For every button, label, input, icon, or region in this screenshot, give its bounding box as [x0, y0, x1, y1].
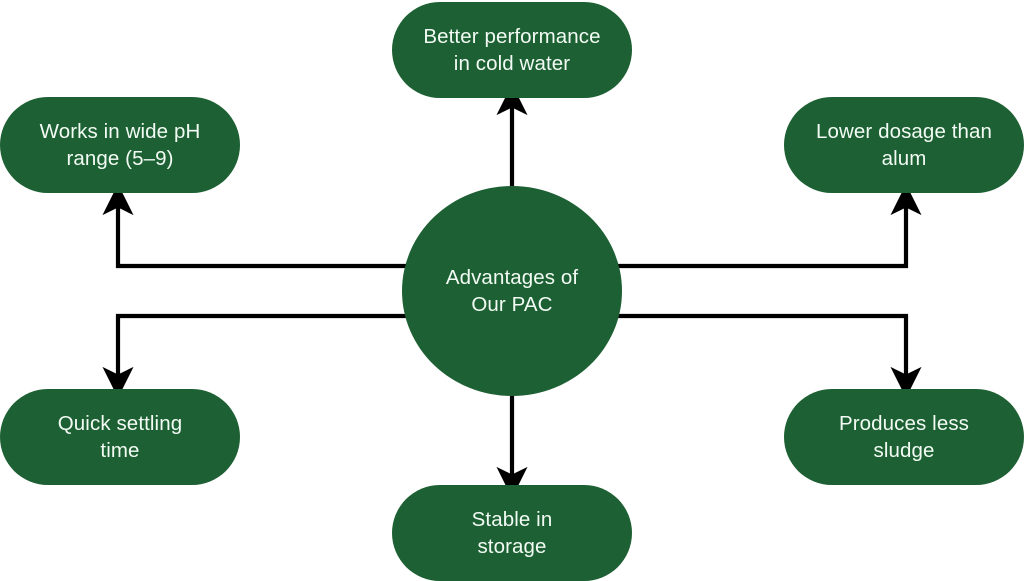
node-lower-dosage-than-alum[interactable]: Lower dosage than alum [784, 97, 1024, 193]
node-label: Works in wide pH range (5–9) [39, 119, 201, 170]
node-label: Quick settling time [57, 411, 183, 462]
node-better-performance-in-cold-water[interactable]: Better performance in cold water [392, 2, 632, 98]
node-label: Stable in storage [471, 507, 553, 558]
node-stable-in-storage[interactable]: Stable in storage [392, 485, 632, 581]
hub-label: Advantages of Our PAC [445, 265, 579, 316]
node-hub-advantages-of-our-pac[interactable]: Advantages of Our PAC [402, 186, 622, 396]
node-produces-less-sludge[interactable]: Produces less sludge [784, 389, 1024, 485]
node-label: Lower dosage than alum [815, 119, 993, 170]
node-label: Better performance in cold water [423, 24, 601, 75]
connector-hub-to-lower-dosage-than-alum [618, 184, 922, 269]
connector-hub-to-produces-less-sludge [618, 313, 922, 398]
node-quick-settling-time[interactable]: Quick settling time [0, 389, 240, 485]
node-label: Produces less sludge [838, 411, 970, 462]
connector-hub-to-quick-settling-time [102, 313, 406, 398]
connector-hub-to-works-in-wide-ph-range [102, 184, 406, 269]
node-works-in-wide-ph-range[interactable]: Works in wide pH range (5–9) [0, 97, 240, 193]
